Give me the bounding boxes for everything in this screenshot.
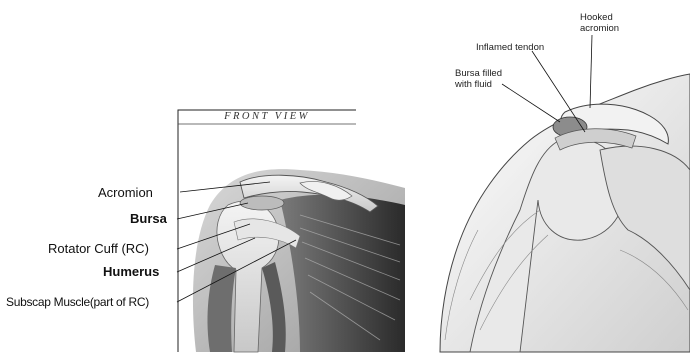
label-subscap-muscle: Subscap Muscle(part of RC) <box>6 296 149 308</box>
label-humerus: Humerus <box>103 265 159 278</box>
front-view-panel <box>177 110 405 352</box>
label-hooked-acromion: Hooked acromion <box>580 12 619 34</box>
label-bursa-fluid-line1: Bursa filled <box>455 68 502 79</box>
leader-hooked-acromion <box>590 35 592 108</box>
label-bursa: Bursa <box>130 212 167 225</box>
front-view-header: FRONT VIEW <box>182 111 352 122</box>
label-hooked-acromion-line1: Hooked <box>580 12 619 23</box>
label-acromion: Acromion <box>98 186 153 199</box>
label-hooked-acromion-line2: acromion <box>580 23 619 34</box>
label-inflamed-tendon: Inflamed tendon <box>476 42 544 53</box>
label-bursa-fluid-line2: with fluid <box>455 79 502 90</box>
label-bursa-fluid: Bursa filled with fluid <box>455 68 502 90</box>
leader-bursa-fluid <box>502 84 560 122</box>
label-rotator-cuff: Rotator Cuff (RC) <box>48 242 149 255</box>
